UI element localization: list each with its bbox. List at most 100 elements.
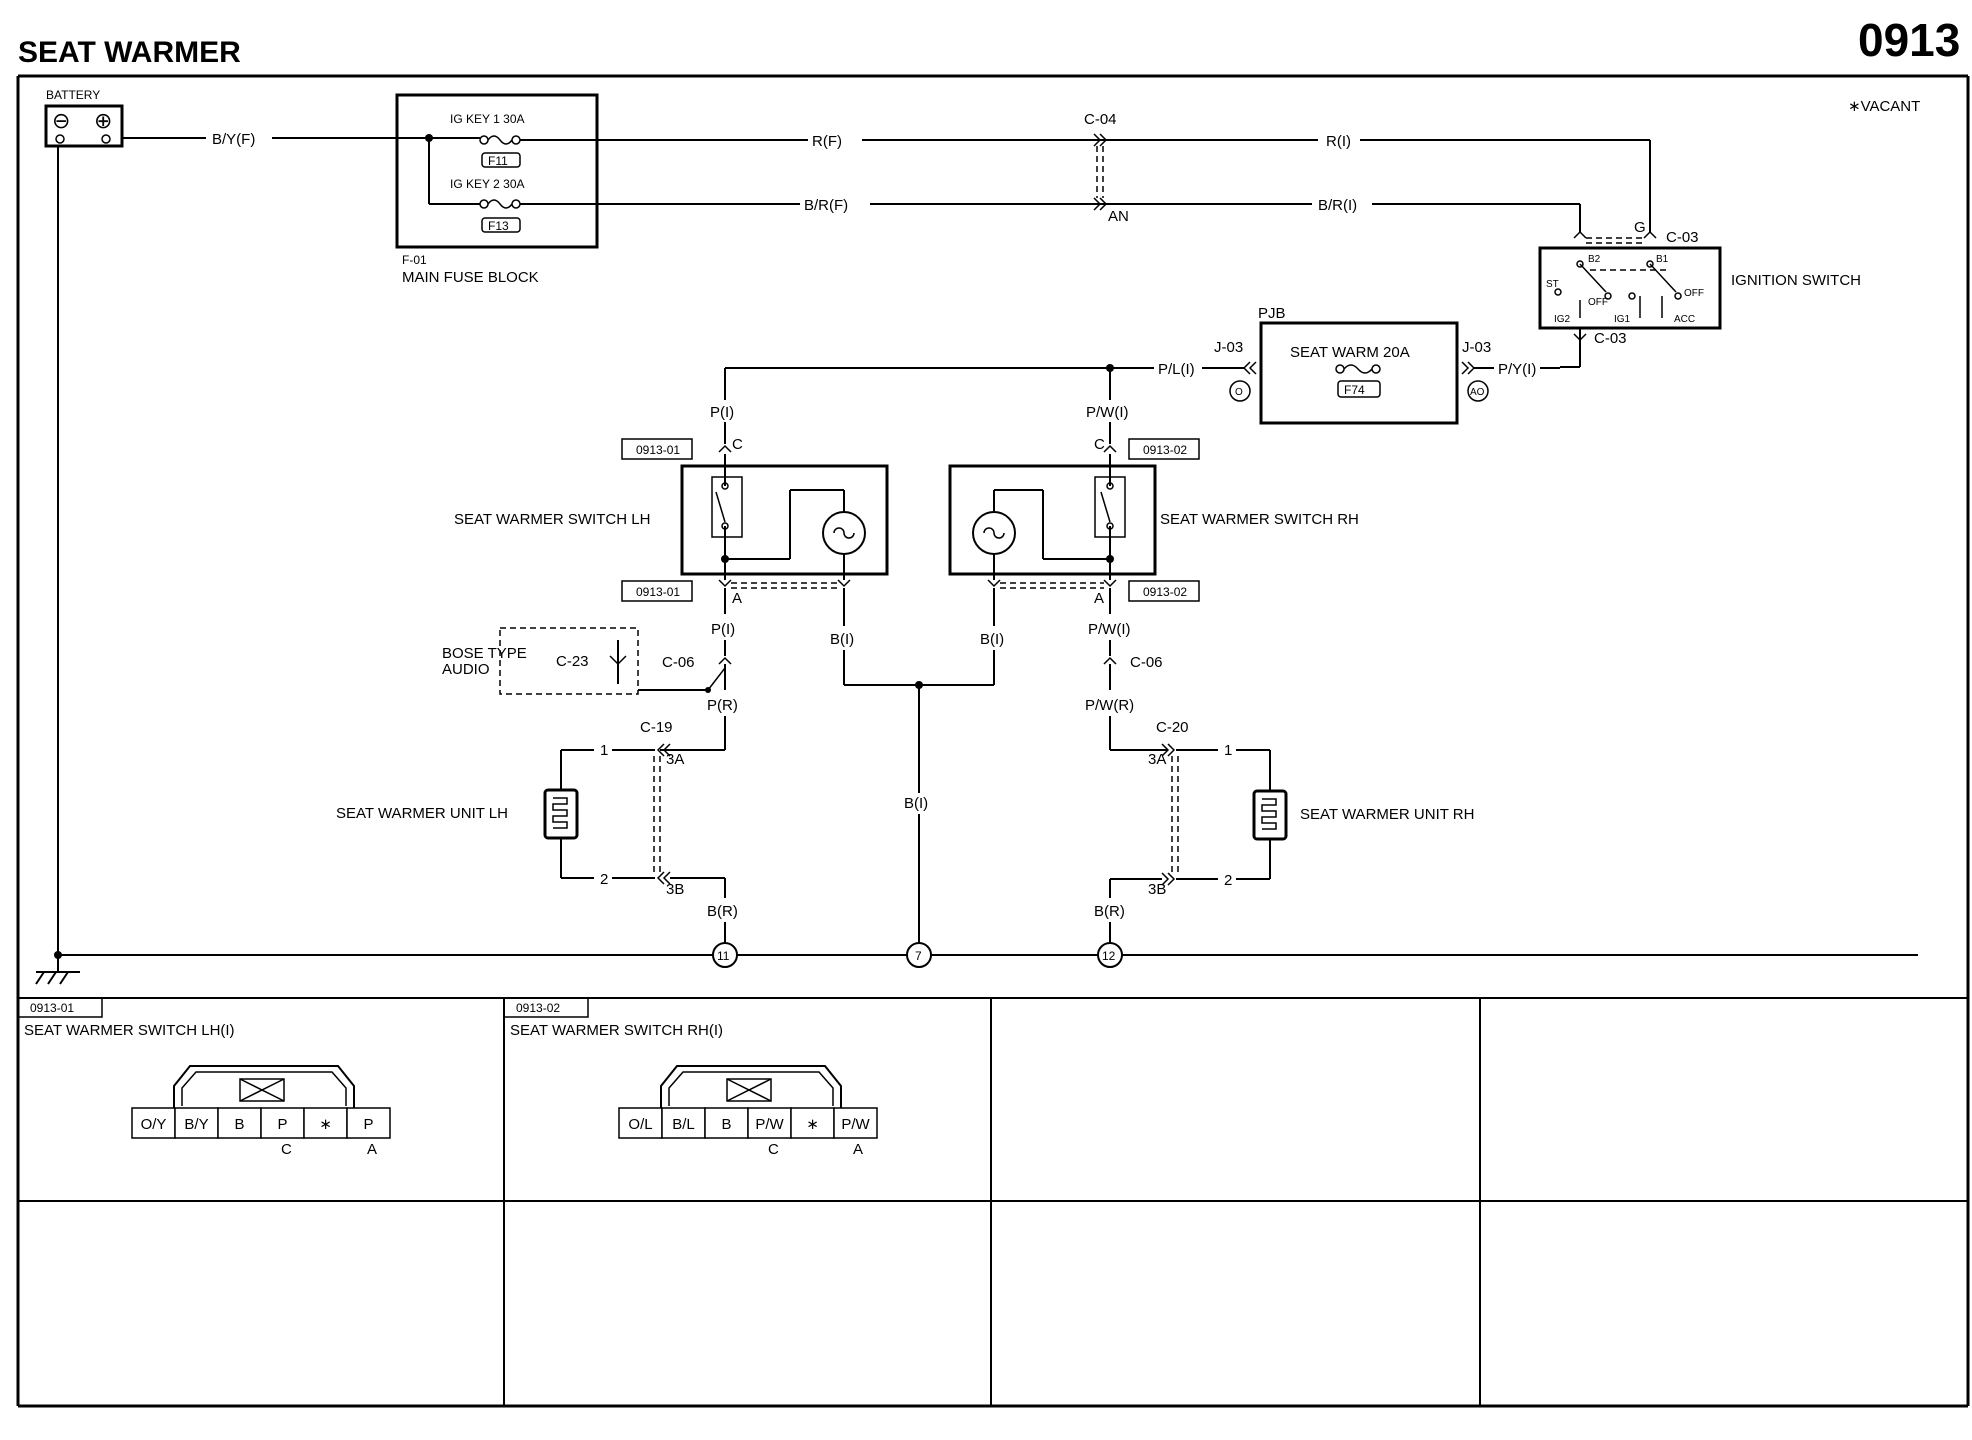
ground-point-12: 12 [1097,942,1123,968]
wire-label-p-i-top: P(I) [710,404,734,421]
ignition-term-b2: B2 [1588,254,1601,265]
connector-rh-3a: 3A [1148,751,1166,768]
ground-point-11: 11 [712,942,738,968]
pjb-term-left: O [1235,387,1243,398]
connector-pin-cell [260,1107,305,1139]
ignition-connector-bottom: C-03 [1594,330,1627,347]
panel-lh-title: SEAT WARMER SWITCH LH(I) [24,1022,235,1039]
pjb-fuse-label: SEAT WARM 20A [1290,344,1410,361]
bose-label-line1: BOSE TYPE [442,645,527,662]
wire-label-pw-r: P/W(R) [1085,697,1134,714]
ground-point-7-label: 7 [915,949,922,963]
diagram-frame [16,74,1970,1408]
bose-label-line2: AUDIO [442,661,490,678]
ignition-term-ig1: IG1 [1614,314,1631,325]
pjb-conn-left: J-03 [1214,339,1243,356]
fuse-code-f11: F11 [488,154,508,168]
connector-panel-grid [18,997,1968,1406]
seat-warmer-switch-rh [948,454,1157,580]
connector-pin-label: B [721,1116,731,1133]
connector-pin-cell [346,1107,391,1139]
wire-label-pw-i-mid: P/W(I) [1088,621,1131,638]
connector-lh-3b: 3B [666,881,684,898]
connector-pin-label: P/W [755,1116,784,1133]
unit-rh-name: SEAT WARMER UNIT RH [1300,806,1474,823]
connector-rh-3b: 3B [1148,881,1166,898]
battery-label: BATTERY [46,88,100,102]
unit-lh-name: SEAT WARMER UNIT LH [336,805,508,822]
switch-rh-name: SEAT WARMER SWITCH RH [1160,511,1359,528]
seat-warmer-unit-rh [1252,789,1288,841]
connector-lh-3a: 3A [666,751,684,768]
wire-label-b-i-left: B(I) [830,631,854,648]
pjb-fuse-code: F74 [1344,383,1365,397]
ground-point-11-label: 11 [717,949,730,963]
page-number: 0913 [1858,14,1960,66]
switch-rh-term-bottom: A [1094,590,1104,607]
connector-c04-icon [1093,133,1108,211]
wire-label-br-i: B/R(I) [1318,197,1357,214]
wire-label-br-f: B/R(F) [804,197,848,214]
switch-lh-term-bottom: A [732,590,742,607]
wire-label-pl-i: P/L(I) [1158,361,1195,378]
wire-label-pw-i-top: P/W(I) [1086,404,1129,421]
pjb-conn-right: J-03 [1462,339,1491,356]
connector-pin-label: O/L [628,1116,652,1133]
connector-pin-label: P [363,1116,373,1133]
connector-pin-label: ∗ [319,1116,332,1133]
panel-rh-code: 0913-02 [516,1001,560,1015]
fuse-icon [479,199,521,209]
fuse-ig-key-1-label: IG KEY 1 30A [450,112,525,126]
wire-label-br-r-right: B(R) [1094,903,1125,920]
wire-label-r-i: R(I) [1326,133,1351,150]
connector-pin-label: P [277,1116,287,1133]
ignition-term-st: ST [1546,279,1559,290]
switch-lh-term-top: C [732,436,743,453]
wire-label-p-i-mid: P(I) [711,621,735,638]
panel-rh-marker-c: C [768,1141,779,1158]
ignition-connector-top: C-03 [1666,229,1699,246]
bose-audio-box: BOSE TYPE AUDIO C-23 [442,627,639,695]
connector-c19: C-19 [640,719,673,736]
ignition-term-ig2: IG2 [1554,314,1571,325]
vacant-note: ∗VACANT [1848,98,1920,115]
fuse-ig-key-2-label: IG KEY 2 30A [450,177,525,191]
connector-pin-label: ∗ [806,1116,819,1133]
pjb-name: PJB [1258,305,1286,322]
seat-warmer-switch-lh [680,454,889,580]
page-title: SEAT WARMER [18,36,241,69]
indicator-lamp-icon [822,511,866,555]
connector-c20: C-20 [1156,719,1189,736]
switch-rh-term-top: C [1094,436,1105,453]
connector-pin-cell [618,1107,663,1139]
connector-c06-right: C-06 [1130,654,1163,671]
panel-lh-marker-c: C [281,1141,292,1158]
connector-pin-label: B [234,1116,244,1133]
unit-rh-pin2: 2 [1224,872,1232,889]
wire-label-b-i-center: B(I) [904,795,928,812]
ground-point-12-label: 12 [1102,949,1116,963]
connector-pin-label: B/L [672,1116,695,1133]
fuse-code-f13: F13 [488,219,509,233]
panel-rh-marker-a: A [853,1141,863,1158]
main-fuse-block: IG KEY 1 30A F11 IG KEY 2 30A F13 [395,93,599,249]
connector-pin-cell [833,1107,878,1139]
connector-pin-cell [747,1107,792,1139]
terminal-an-label: AN [1108,208,1129,225]
connector-pin-label: O/Y [141,1116,167,1133]
battery-minus-icon: ⊖ [52,108,70,133]
panel-rh-pin-row: O/L B/L B P/W ∗ P/W [618,1107,878,1139]
switch-lh-name: SEAT WARMER SWITCH LH [454,511,650,528]
wire-label-br-r-left: B(R) [707,903,738,920]
ignition-switch-name: IGNITION SWITCH [1731,272,1861,289]
fuse-block-name: MAIN FUSE BLOCK [402,269,539,286]
seat-warmer-unit-lh [543,788,579,840]
switch-lh-conn-top: 0913-01 [636,443,680,457]
ignition-term-b1: B1 [1656,254,1669,265]
connector-pin-label: P/W [841,1116,870,1133]
switch-rh-conn-bottom: 0913-02 [1143,585,1187,599]
